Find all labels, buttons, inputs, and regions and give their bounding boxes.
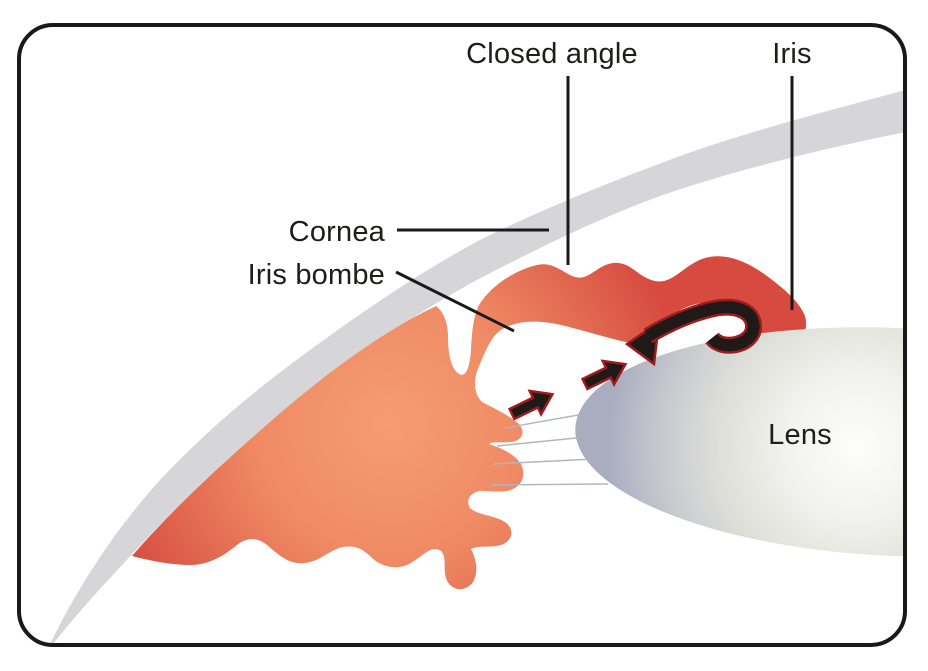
zonule-fiber [490, 483, 609, 486]
anatomy-art-group [45, 84, 905, 645]
flow-arrow-small-icon [580, 359, 628, 391]
zonule-fibers [490, 413, 609, 486]
lens-shape [575, 327, 905, 557]
iris-shape [132, 256, 807, 590]
flow-arrow-blocked-hook-icon [624, 298, 763, 367]
cornea-label: Cornea [289, 216, 386, 248]
iris-label: Iris [772, 38, 811, 70]
closed-angle-label: Closed angle [466, 38, 638, 70]
zonule-fiber [496, 436, 587, 447]
label-leader-lines [395, 76, 794, 333]
cornea-sclera-band [45, 84, 905, 645]
lens-label: Lens [768, 419, 832, 451]
diagram-frame-border [17, 23, 907, 647]
flow-arrow-small-icon [507, 389, 555, 421]
zonule-fiber [504, 413, 585, 429]
aqueous-flow-arrows [507, 298, 763, 421]
zonule-fiber [492, 458, 595, 465]
iris-bombe-label: Iris bombe [248, 259, 385, 291]
iris-bombe-leader-line [395, 270, 515, 333]
